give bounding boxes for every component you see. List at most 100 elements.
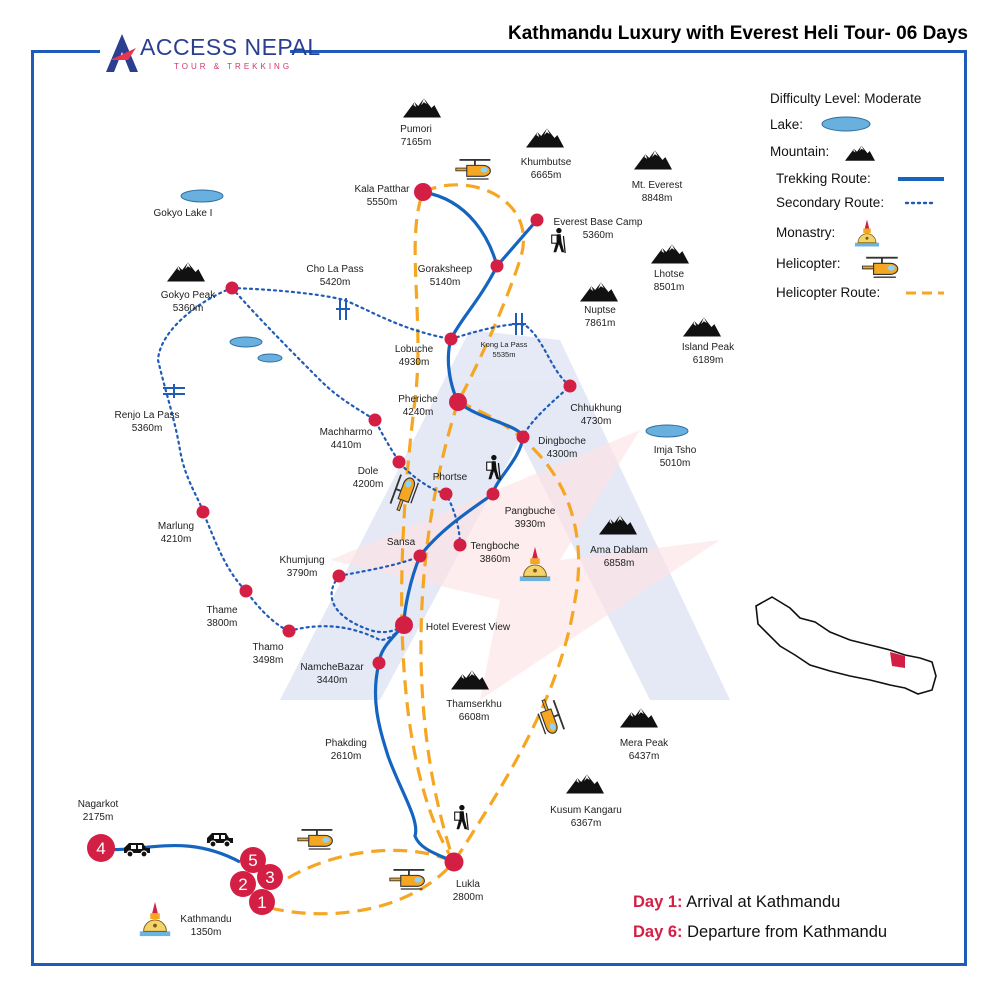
- stop-thame: [239, 584, 253, 598]
- day-note-key: Day 6:: [633, 923, 683, 941]
- pass-marker-cho-la: [336, 298, 350, 320]
- peak-labels: Pumori 7165m Khumbutse 6665m Mt. Everest…: [154, 124, 736, 829]
- alt-phakding: 2610m: [331, 751, 362, 762]
- legend-helicopter: Helicopter:: [776, 256, 841, 271]
- logo: ACCESS NEPAL TOUR & TREKKING: [100, 28, 320, 80]
- monastery-icon: [854, 219, 880, 247]
- pass-marker-kong-la: [512, 313, 526, 335]
- stop-machharmo: [368, 413, 382, 427]
- day-marker-5: 5: [248, 851, 257, 870]
- label-chhukhung: Chhukhung: [570, 403, 621, 414]
- alt-lukla: 2800m: [453, 892, 484, 903]
- monastery-icon: [139, 901, 171, 937]
- mountain-icon: [634, 150, 672, 170]
- alt-gorakshep: 5140m: [430, 277, 461, 288]
- stop-gokyo-peak: [225, 281, 239, 295]
- stop-hotel-everest-view: [395, 616, 413, 634]
- legend-mountain: Mountain:: [770, 144, 830, 159]
- alt-ama-dablam: 6858m: [604, 558, 635, 569]
- alt-dingboche: 4300m: [547, 449, 578, 460]
- stop-thamo: [282, 624, 296, 638]
- hiker-icon: [454, 804, 469, 831]
- stop-pheriche: [449, 393, 467, 411]
- label-kathmandu: Kathmandu: [180, 914, 231, 925]
- helicopter-icon: [455, 158, 492, 180]
- stop-marlung: [196, 505, 210, 519]
- label-lukla: Lukla: [456, 879, 480, 890]
- label-khumbutse: Khumbutse: [521, 157, 572, 168]
- map-frame: [31, 50, 967, 966]
- label-lobuche: Lobuche: [395, 344, 434, 355]
- mountain-icon: [683, 317, 721, 337]
- label-marlung: Marlung: [158, 521, 194, 532]
- alt-imja-tsho: 5010m: [660, 458, 691, 469]
- label-kala-patthar: Kala Patthar: [354, 184, 410, 195]
- label-pheriche: Pheriche: [398, 394, 438, 405]
- helicopter-icon: [533, 695, 566, 737]
- mountain-icon: [845, 145, 875, 161]
- alt-kusum-kangaru: 6367m: [571, 818, 602, 829]
- day-note-text: Arrival at Kathmandu: [686, 893, 841, 911]
- day-note-6: Day 6: Departure from Kathmandu: [633, 923, 887, 953]
- hiker-icon: [551, 227, 566, 254]
- alt-namche: 3440m: [317, 675, 348, 686]
- label-khumjung: Khumjung: [279, 555, 324, 566]
- mountain-icon: [403, 98, 441, 118]
- label-dingboche: Dingboche: [538, 436, 586, 447]
- stop-pangbuche: [486, 487, 500, 501]
- stop-tengboche: [453, 538, 467, 552]
- alt-chhukhung: 4730m: [581, 416, 612, 427]
- mountain-icon: [620, 708, 658, 728]
- day-note-1: Day 1: Arrival at Kathmandu: [633, 893, 887, 923]
- alt-thamserkhu: 6608m: [459, 712, 490, 723]
- nepal-outline: [755, 596, 937, 695]
- alt-gokyo-peak: 5360m: [173, 303, 204, 314]
- alt-everest-base-camp: 5360m: [583, 230, 614, 241]
- day-marker-4: 4: [96, 839, 105, 858]
- label-thamo: Thamo: [252, 642, 284, 653]
- label-gokyo-lake: Gokyo Lake I: [154, 208, 213, 219]
- alt-tengboche: 3860m: [480, 554, 511, 565]
- mountain-icon: [167, 262, 205, 282]
- stop-namche: [372, 656, 386, 670]
- label-everest-base-camp: Everest Base Camp: [554, 217, 643, 228]
- lake-icons: [180, 189, 689, 438]
- alt-nagarkot: 2175m: [83, 812, 114, 823]
- alt-renjo-la: 5360m: [132, 423, 163, 434]
- mountain-icon: [651, 244, 689, 264]
- helicopter-icon: [297, 828, 334, 850]
- alt-marlung: 4210m: [161, 534, 192, 545]
- stop-dingboche: [516, 430, 530, 444]
- label-mera-peak: Mera Peak: [620, 738, 669, 749]
- alt-dole: 4200m: [353, 479, 384, 490]
- stop-everest-base-camp: [530, 213, 544, 227]
- label-imja-tsho: Imja Tsho: [654, 445, 697, 456]
- label-kong-la: Kong La Pass: [481, 340, 528, 349]
- day-notes: Day 1: Arrival at Kathmandu Day 6: Depar…: [633, 893, 887, 953]
- jeep-icon: [123, 842, 151, 858]
- legend-symbols: [821, 116, 944, 295]
- mountain-icon: [580, 282, 618, 302]
- alt-nuptse: 7861m: [585, 318, 616, 329]
- alt-khumjung: 3790m: [287, 568, 318, 579]
- watermark-logo: [280, 330, 730, 700]
- logo-name: ACCESS NEPAL: [140, 34, 321, 60]
- label-dole: Dole: [358, 466, 379, 477]
- alt-lhotse: 8501m: [654, 282, 685, 293]
- alt-mt-everest: 8848m: [642, 193, 673, 204]
- label-hotel-everest-view: Hotel Everest View: [426, 622, 511, 633]
- pass-marker-renjo-la: [163, 384, 185, 398]
- stop-sansa: [413, 549, 427, 563]
- stop-lobuche: [444, 332, 458, 346]
- alt-island-peak: 6189m: [693, 355, 724, 366]
- mountain-icon: [526, 128, 564, 148]
- legend-trekking-route: Trekking Route:: [776, 171, 871, 186]
- label-cho-la: Cho La Pass: [306, 264, 363, 275]
- label-machharmo: Machharmo: [320, 427, 373, 438]
- label-phakding: Phakding: [325, 738, 367, 749]
- alt-kong-la: 5535m: [493, 350, 516, 359]
- label-thamserkhu: Thamserkhu: [446, 699, 502, 710]
- legend-secondary-route: Secondary Route:: [776, 195, 885, 210]
- label-mt-everest: Mt. Everest: [632, 180, 683, 191]
